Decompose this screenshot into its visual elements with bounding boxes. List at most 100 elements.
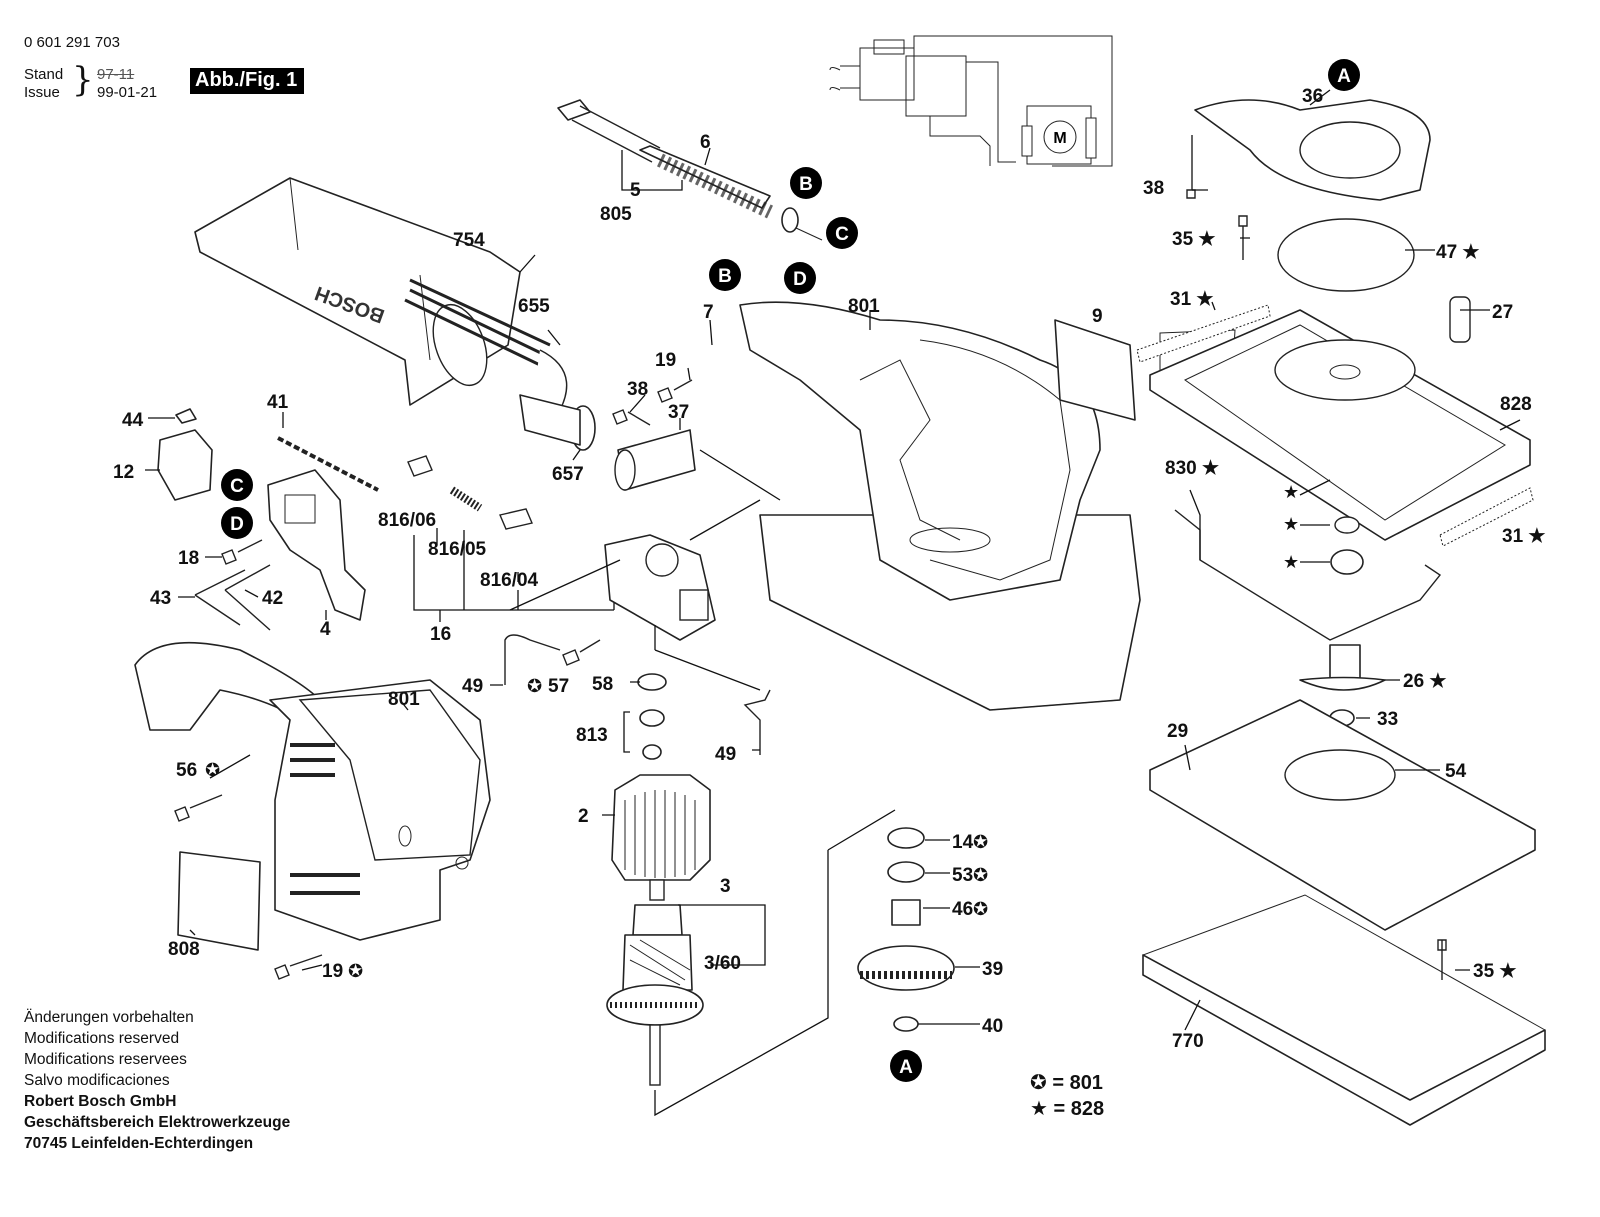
footer-notes: Änderungen vorbehalten Modifications res…: [24, 1007, 290, 1154]
part-12-clamp: [157, 429, 213, 501]
legend-text-801: = 801: [1052, 1072, 1103, 1094]
dust-bag: [194, 177, 596, 451]
label-808: 808: [168, 939, 200, 960]
part-43-key: [194, 569, 246, 626]
label-16: 16: [430, 624, 451, 645]
connector-markers: A A B B C C D D: [221, 59, 1360, 1082]
legend-row-828: ★ = 828: [1030, 1096, 1104, 1122]
field-coil: [611, 774, 711, 881]
gear-stack: [654, 809, 955, 1117]
label-40: 40: [982, 1016, 1003, 1037]
label-19-top: 19: [655, 350, 676, 371]
label-657: 657: [552, 464, 584, 485]
label-816-04: 816/04: [480, 570, 539, 591]
connector-d-switch: [221, 507, 253, 539]
label-7: 7: [703, 302, 714, 323]
svg-text:A: A: [899, 1057, 913, 1078]
label-43: 43: [150, 588, 171, 609]
svg-text:A: A: [1337, 66, 1351, 87]
svg-text:✪: ✪: [205, 760, 220, 781]
svg-text:B: B: [718, 266, 732, 287]
svg-text:★: ★: [1283, 552, 1299, 573]
svg-text:C: C: [835, 224, 849, 245]
connector-a-bottom: [890, 1050, 922, 1082]
part-42-key: [224, 564, 271, 631]
label-9: 9: [1092, 306, 1103, 327]
marker-symbols: ✪ ✪ ✪ ✪ ✪ ✪ ★ ★ ★: [205, 482, 1299, 982]
svg-text:D: D: [230, 514, 244, 535]
part-41-rod: [277, 436, 379, 492]
svg-text:✪: ✪: [348, 961, 363, 982]
label-754: 754: [453, 230, 485, 251]
label-4: 4: [320, 619, 331, 640]
label-801-top: 801: [848, 296, 880, 317]
label-37: 37: [668, 402, 689, 423]
label-plate-808: [177, 851, 261, 951]
label-36: 36: [1302, 86, 1323, 107]
label-39: 39: [982, 959, 1003, 980]
leader-16-bracket: [413, 530, 615, 622]
label-46: 46: [952, 899, 973, 920]
svg-text:D: D: [793, 269, 807, 290]
cover-plate: [614, 429, 696, 491]
motor-symbol-circle: [1043, 120, 1077, 154]
label-816-06: 816/06: [378, 510, 436, 531]
connector-d-cord: [784, 262, 816, 294]
label-58: 58: [592, 674, 613, 695]
company-name: Robert Bosch GmbH: [24, 1093, 177, 1110]
issue-date: 99-01-21: [97, 84, 158, 101]
label-816-05: 816/05: [428, 539, 487, 560]
part-49-wire-right: [743, 689, 771, 755]
label-38-right: 38: [1143, 178, 1164, 199]
part-816-06: [407, 455, 433, 477]
label-44: 44: [122, 410, 144, 431]
label-56: 56: [176, 760, 197, 781]
connector-c-switch: [221, 469, 253, 501]
label-828: 828: [1500, 394, 1532, 415]
part-49-wire-left: [504, 634, 561, 685]
part-816-04: [499, 508, 533, 530]
label-830: 830 ★: [1165, 458, 1219, 479]
connector-c-cord: [826, 217, 858, 249]
document-number: 0 601 291 703: [24, 34, 120, 51]
figure-label: Abb./Fig. 1: [190, 68, 305, 94]
label-26: 26 ★: [1403, 671, 1446, 692]
label-31-top: 31 ★: [1170, 289, 1213, 310]
footer-line-fr: Modifications reservees: [24, 1051, 187, 1068]
brace-symbol: }: [72, 60, 94, 100]
legend-row-801: ✪ = 801: [1030, 1070, 1104, 1096]
label-5: 5: [630, 180, 641, 201]
svg-text:✪: ✪: [973, 899, 988, 920]
company-division: Geschäftsbereich Elektrowerkzeuge: [24, 1114, 291, 1131]
label-655: 655: [518, 296, 550, 317]
label-53: 53: [952, 865, 973, 886]
label-12: 12: [113, 462, 134, 483]
label-770: 770: [1172, 1031, 1204, 1052]
symbol-legend: ✪ = 801 ★ = 828: [1030, 1070, 1104, 1122]
connector-b-housing: [709, 259, 741, 291]
svg-text:✪: ✪: [973, 865, 988, 886]
company-address: 70745 Leinfelden-Echterdingen: [24, 1135, 254, 1152]
svg-text:★: ★: [1283, 482, 1299, 503]
label-35-top: 35 ★: [1172, 229, 1215, 250]
label-3: 3: [720, 876, 731, 897]
label-47: 47 ★: [1436, 242, 1479, 263]
label-57: 57: [548, 676, 569, 697]
issue-label: Issue: [24, 84, 60, 101]
label-33: 33: [1377, 709, 1398, 730]
svg-text:C: C: [230, 476, 244, 497]
footer-line-de: Änderungen vorbehalten: [24, 1009, 194, 1026]
part-816-05-spring: [449, 486, 483, 512]
label-805: 805: [600, 204, 632, 225]
switch-assembly: [267, 469, 366, 621]
footer-line-en: Modifications reserved: [24, 1030, 180, 1047]
motor-symbol-text: M: [1053, 130, 1066, 147]
armature: [606, 879, 766, 1086]
legend-symbol-star: ★: [1030, 1096, 1048, 1120]
label-49-left: 49: [462, 676, 483, 697]
wiring-schematic: [829, 35, 1113, 167]
legend-symbol-circle-star: ✪: [1030, 1070, 1047, 1094]
switch-body: [604, 534, 716, 641]
superseded-revision: 97-11: [97, 66, 135, 83]
